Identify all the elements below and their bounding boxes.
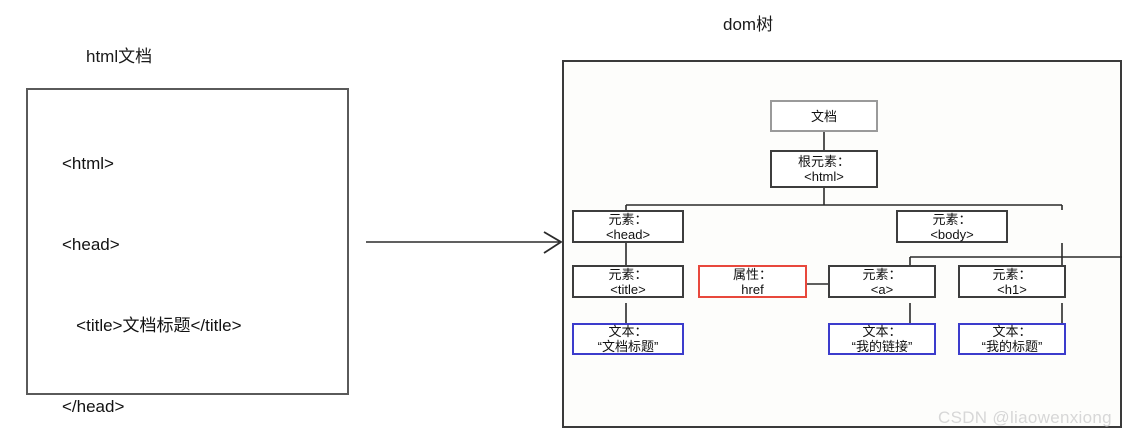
node-element-h1[interactable]: 元素： <h1> bbox=[958, 265, 1066, 298]
node-element-head-tag: <head> bbox=[605, 226, 651, 242]
node-element-body[interactable]: 元素： <body> bbox=[896, 210, 1008, 243]
node-text-document-title-value: “文档标题” bbox=[597, 339, 659, 354]
node-element-head-label: 元素： bbox=[608, 211, 648, 227]
node-text-my-heading-label: 文本： bbox=[992, 324, 1032, 339]
node-element-body-label: 元素： bbox=[932, 211, 972, 227]
node-root-html-label: 根元素： bbox=[797, 154, 850, 169]
node-element-head[interactable]: 元素： <head> bbox=[572, 210, 684, 243]
flow-arrow-icon bbox=[366, 231, 562, 254]
code-line: <html> bbox=[62, 154, 114, 173]
node-element-h1-tag: <h1> bbox=[997, 281, 1027, 297]
node-element-title[interactable]: 元素： <title> bbox=[572, 265, 684, 298]
node-text-document-title-label: 文本： bbox=[608, 324, 648, 339]
code-line: <title>文档标题</title> bbox=[62, 316, 242, 335]
node-attribute-href-value: href bbox=[741, 281, 764, 297]
node-document-label: 文档 bbox=[810, 108, 837, 124]
node-text-my-link-value: “我的链接” bbox=[851, 339, 913, 354]
node-document[interactable]: 文档 bbox=[770, 100, 878, 132]
dom-tree-title: dom树 bbox=[723, 15, 774, 34]
node-element-a-tag: <a> bbox=[870, 281, 894, 297]
code-line: <head> bbox=[62, 235, 120, 254]
html-source-code: <html> <head> <title>文档标题</title> </head… bbox=[62, 96, 273, 438]
node-attribute-href-label: 属性： bbox=[732, 266, 772, 282]
node-element-a[interactable]: 元素： <a> bbox=[828, 265, 936, 298]
node-element-title-label: 元素： bbox=[608, 266, 648, 282]
html-document-title: html文档 bbox=[86, 47, 153, 66]
node-element-a-label: 元素： bbox=[862, 266, 902, 282]
node-text-my-link-label: 文本： bbox=[862, 324, 902, 339]
node-root-html-tag: <html> bbox=[804, 169, 844, 184]
node-element-h1-label: 元素： bbox=[992, 266, 1032, 282]
node-text-my-link[interactable]: 文本： “我的链接” bbox=[828, 323, 936, 355]
node-attribute-href[interactable]: 属性： href bbox=[698, 265, 807, 298]
node-text-document-title[interactable]: 文本： “文档标题” bbox=[572, 323, 684, 355]
code-line: </head> bbox=[62, 397, 125, 416]
watermark: CSDN @liaowenxiong bbox=[938, 408, 1112, 427]
node-element-body-tag: <body> bbox=[930, 226, 974, 242]
node-text-my-heading[interactable]: 文本： “我的标题” bbox=[958, 323, 1066, 355]
node-element-title-tag: <title> bbox=[610, 281, 646, 297]
node-root-html[interactable]: 根元素： <html> bbox=[770, 150, 878, 188]
node-text-my-heading-value: “我的标题” bbox=[981, 339, 1043, 354]
html-source-box: <html> <head> <title>文档标题</title> </head… bbox=[26, 88, 349, 416]
